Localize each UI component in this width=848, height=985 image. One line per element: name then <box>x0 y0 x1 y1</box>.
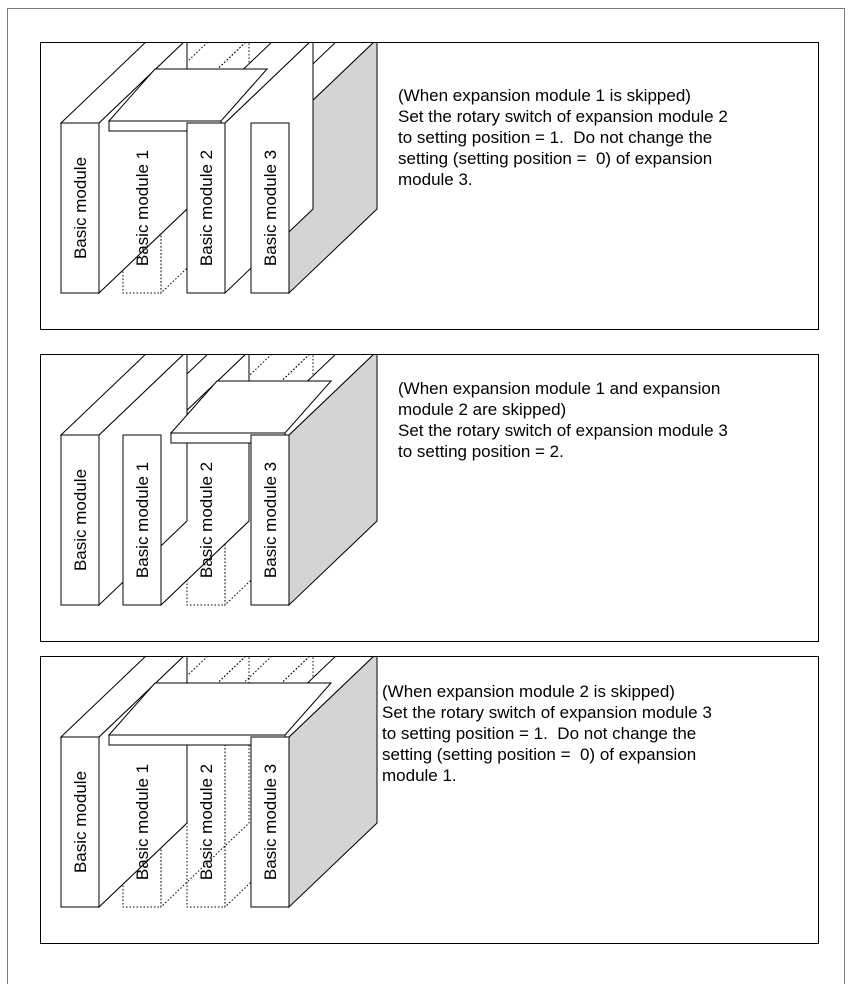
module-front-face <box>60 434 100 606</box>
module-stack-diagram: Basic module Basic module 1 Basic module 2… <box>59 355 378 607</box>
module-front-face <box>250 736 290 908</box>
description-line: to setting position = 2. <box>398 442 564 461</box>
module-front-face <box>186 122 226 294</box>
panel-description: (When expansion module 1 and expansion m… <box>398 378 728 462</box>
description-line: (When expansion module 1 and expansion <box>398 379 721 398</box>
module-label: Basic module 1 <box>133 764 152 880</box>
module-front-face <box>250 434 290 606</box>
page-frame <box>7 8 845 984</box>
module-label: Basic module 3 <box>261 462 280 578</box>
panel-expansion-2-skipped: Basic module Basic module 1 Basic module 2… <box>40 656 819 944</box>
module-front-face <box>60 122 100 294</box>
module-label: Basic module <box>71 157 90 259</box>
module-label: Basic module 3 <box>261 764 280 880</box>
description-line: setting (setting position = 0) of expans… <box>382 745 697 764</box>
description-line: to setting position = 1. Do not change t… <box>382 724 697 743</box>
module-stack-diagram: Basic module Basic module 1 Basic module 2… <box>59 43 378 295</box>
description-line: module 3. <box>398 170 473 189</box>
panel-description: (When expansion module 1 is skipped) Set… <box>398 85 728 190</box>
module-label: Basic module 1 <box>133 462 152 578</box>
panel-expansion-1-skipped: Basic module Basic module 1 Basic module 2… <box>40 42 819 330</box>
module-label: Basic module 1 <box>133 150 152 266</box>
description-line: (When expansion module 2 is skipped) <box>382 682 675 701</box>
module-front-face <box>122 434 162 606</box>
panel-description: (When expansion module 2 is skipped) Set… <box>382 681 712 786</box>
module-stack-diagram: Basic module Basic module 1 Basic module 2… <box>59 657 378 909</box>
module-front-face <box>60 736 100 908</box>
description-line: module 1. <box>382 766 457 785</box>
module-front-face <box>250 122 290 294</box>
module-label: Basic module 2 <box>197 150 216 266</box>
description-line: setting (setting position = 0) of expans… <box>398 149 713 168</box>
module-label: Basic module 3 <box>261 150 280 266</box>
description-line: Set the rotary switch of expansion modul… <box>382 703 712 722</box>
description-line: (When expansion module 1 is skipped) <box>398 86 691 105</box>
description-line: to setting position = 1. Do not change t… <box>398 128 713 147</box>
module-label: Basic module <box>71 771 90 873</box>
description-line: Set the rotary switch of expansion modul… <box>398 107 728 126</box>
panel-expansion-1-and-2-skipped: Basic module Basic module 1 Basic module 2… <box>40 354 819 642</box>
module-label: Basic module 2 <box>197 462 216 578</box>
description-line: Set the rotary switch of expansion modul… <box>398 421 728 440</box>
module-label: Basic module 2 <box>197 764 216 880</box>
description-line: module 2 are skipped) <box>398 400 567 419</box>
module-label: Basic module <box>71 469 90 571</box>
